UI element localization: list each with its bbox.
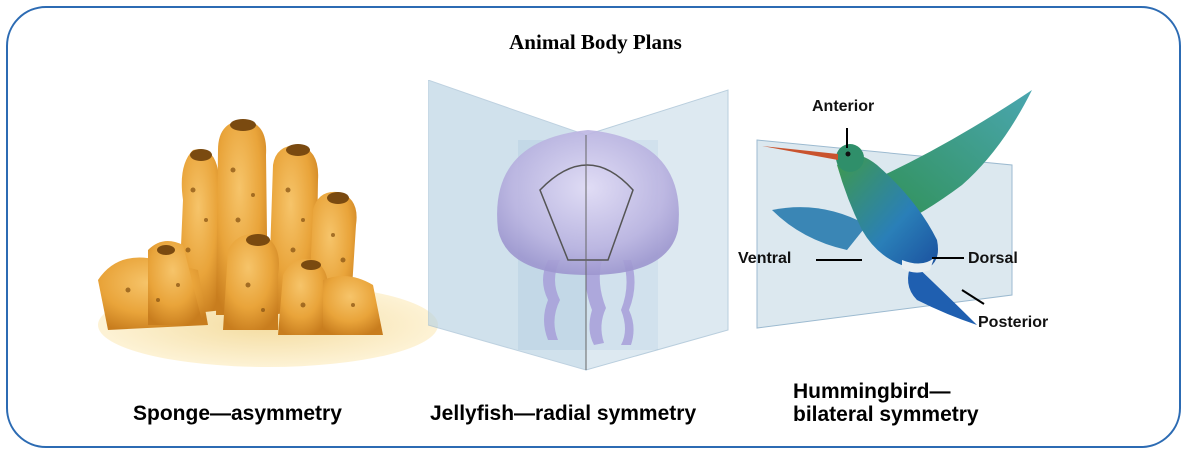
page-title: Animal Body Plans — [0, 30, 1191, 55]
sponge-caption: Sponge—asymmetry — [133, 402, 342, 426]
hummingbird-caption-line1: Hummingbird— — [793, 380, 951, 404]
posterior-label: Posterior — [978, 314, 1048, 332]
jellyfish-caption: Jellyfish—radial symmetry — [430, 402, 696, 426]
hummingbird-caption-line2: bilateral symmetry — [793, 403, 979, 427]
sponge-illustration — [88, 110, 438, 375]
anterior-label: Anterior — [812, 98, 874, 116]
dorsal-label: Dorsal — [968, 250, 1018, 268]
jellyfish-illustration — [428, 80, 748, 380]
hummingbird-illustration — [752, 90, 1052, 340]
ventral-label: Ventral — [738, 250, 791, 268]
